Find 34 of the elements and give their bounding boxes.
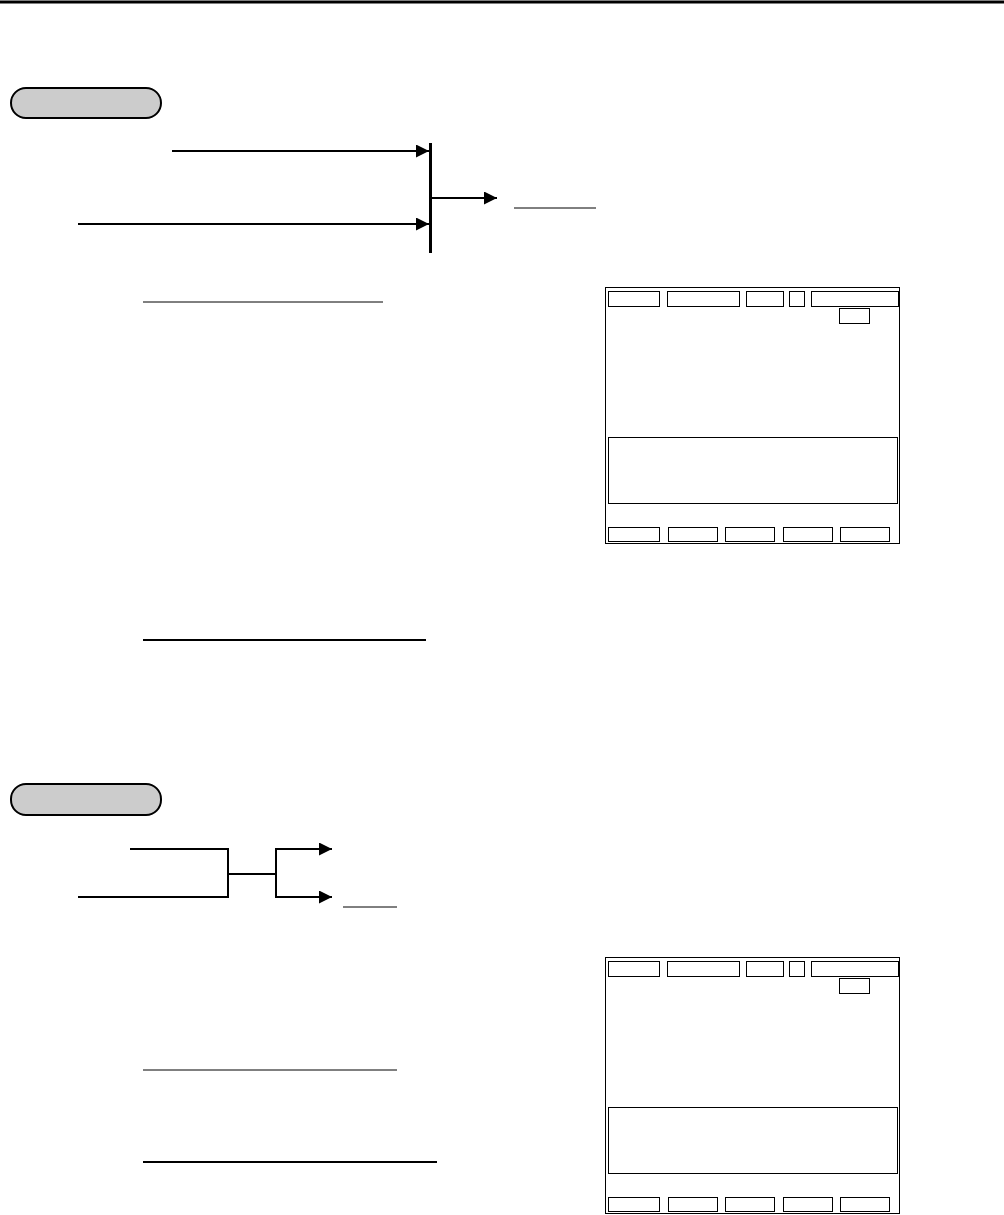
screen-field [725, 1197, 775, 1212]
screen-field [789, 961, 805, 977]
junction-bar [429, 143, 432, 253]
screen-field [668, 527, 718, 542]
screen-field [667, 961, 740, 977]
section-pill [10, 783, 162, 816]
screen-field [811, 961, 899, 977]
screen-field [746, 291, 784, 307]
screen-field [839, 978, 870, 994]
screen-box [605, 957, 900, 1214]
screen-field [725, 527, 775, 542]
section-pill [10, 87, 162, 119]
screen-field [667, 291, 740, 307]
arrow [171, 144, 430, 158]
screen-field [668, 1197, 718, 1212]
screen-field [608, 291, 660, 307]
screen-field [840, 527, 890, 542]
screen-field [783, 527, 833, 542]
screen-field [789, 291, 805, 307]
screen-field [608, 527, 660, 542]
arrow [431, 191, 498, 205]
screen-field [608, 961, 660, 977]
screen-field [608, 1197, 660, 1212]
screen-field [811, 291, 899, 307]
message-panel [608, 1107, 898, 1174]
arrow [275, 873, 333, 904]
screen-field [840, 1197, 890, 1212]
screen-field [839, 308, 870, 324]
arrow [77, 217, 430, 231]
screen-field [746, 961, 784, 977]
screen-field [783, 1197, 833, 1212]
message-panel [608, 437, 898, 504]
screen-box [605, 287, 900, 544]
arrow [275, 842, 333, 875]
